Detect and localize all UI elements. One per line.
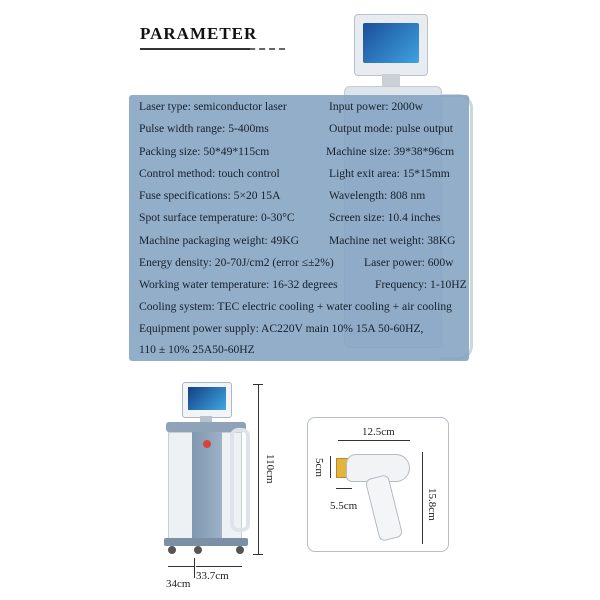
machine-top bbox=[166, 422, 246, 432]
handpiece-height-label: 15.8cm bbox=[426, 488, 438, 521]
machine-handle bbox=[230, 428, 250, 532]
param-right: Output mode: pulse output bbox=[329, 122, 453, 135]
param-right: Input power: 2000w bbox=[329, 100, 424, 113]
param-left: Equipment power supply: AC220V main 10% … bbox=[139, 322, 424, 335]
handpiece-grip bbox=[364, 474, 404, 542]
power-knob bbox=[203, 440, 211, 448]
param-left: Energy density: 20-70J/cm2 (error ≤±2%) bbox=[139, 256, 334, 269]
param-row: Machine packaging weight: 49KG Machine n… bbox=[139, 231, 463, 251]
length-dimension-line bbox=[338, 440, 410, 441]
param-left: Packing size: 50*49*115cm bbox=[139, 145, 270, 158]
height-dimension-line bbox=[422, 452, 423, 544]
machine-screen bbox=[182, 382, 232, 418]
param-right: Frequency: 1-10HZ bbox=[375, 278, 467, 291]
param-right: Wavelength: 808 nm bbox=[329, 189, 426, 202]
machine-neck bbox=[200, 416, 212, 424]
param-row: Pulse width range: 5-400ms Output mode: … bbox=[139, 119, 463, 139]
handpiece-length-label: 12.5cm bbox=[362, 426, 395, 438]
dimension-tick bbox=[194, 558, 195, 578]
param-left: 110 ± 10% 25A50-60HZ bbox=[139, 343, 255, 356]
param-row: Equipment power supply: AC220V main 10% … bbox=[139, 319, 463, 339]
param-left: Pulse width range: 5-400ms bbox=[139, 122, 269, 135]
wheel bbox=[236, 546, 244, 554]
param-row: Energy density: 20-70J/cm2 (error ≤±2%) … bbox=[139, 253, 463, 273]
dimension-tick bbox=[253, 384, 263, 385]
tip-width-label: 5.5cm bbox=[330, 500, 358, 512]
param-left: Cooling system: TEC electric cooling + w… bbox=[139, 300, 452, 313]
param-left: Fuse specifications: 5×20 15A bbox=[139, 189, 281, 202]
wheel bbox=[168, 546, 176, 554]
param-left: Laser type: semiconductor laser bbox=[139, 100, 287, 113]
param-row: Fuse specifications: 5×20 15A Wavelength… bbox=[139, 186, 463, 206]
machine-height-label: 110cm bbox=[264, 454, 276, 484]
width-dimension-line bbox=[196, 566, 242, 567]
tip-width-line bbox=[336, 488, 352, 489]
title-underline bbox=[140, 48, 285, 50]
param-right: Machine size: 39*38*96cm bbox=[326, 145, 455, 158]
height-dimension-line bbox=[258, 384, 259, 554]
param-row: Cooling system: TEC electric cooling + w… bbox=[139, 297, 463, 317]
param-left: Working water temperature: 16-32 degrees bbox=[139, 278, 338, 291]
param-row: Working water temperature: 16-32 degrees… bbox=[139, 275, 467, 295]
param-row: Spot surface temperature: 0-30°C Screen … bbox=[139, 208, 463, 228]
machine-front-panel bbox=[192, 432, 222, 538]
param-right: Light exit area: 15*15mm bbox=[329, 167, 450, 180]
wheel bbox=[194, 546, 202, 554]
depth-dimension-line bbox=[168, 566, 194, 567]
machine-depth-label: 34cm bbox=[166, 578, 191, 590]
param-right: Laser power: 600w bbox=[364, 256, 454, 269]
param-right: Screen size: 10.4 inches bbox=[329, 211, 441, 224]
param-left: Spot surface temperature: 0-30°C bbox=[139, 211, 295, 224]
parameter-panel: Laser type: semiconductor laser Input po… bbox=[129, 95, 469, 361]
handpiece-diagram: 12.5cm 15.8cm 5cm 5.5cm bbox=[307, 417, 449, 552]
param-left: Control method: touch control bbox=[139, 167, 280, 180]
param-row: 110 ± 10% 25A50-60HZ bbox=[139, 340, 463, 360]
param-row: Laser type: semiconductor laser Input po… bbox=[139, 97, 463, 117]
param-right: Machine net weight: 38KG bbox=[329, 234, 456, 247]
screen-display bbox=[188, 387, 226, 410]
param-row: Control method: touch control Light exit… bbox=[139, 164, 463, 184]
machine-screen bbox=[354, 14, 428, 76]
machine-neck bbox=[382, 74, 400, 88]
machine-image bbox=[160, 380, 270, 580]
screen-display bbox=[363, 23, 419, 63]
machine-base bbox=[164, 538, 248, 546]
tip-height-label: 5cm bbox=[313, 458, 325, 477]
machine-width-label: 33.7cm bbox=[196, 570, 229, 582]
param-left: Machine packaging weight: 49KG bbox=[139, 234, 300, 247]
tip-height-line bbox=[330, 456, 331, 478]
page-title: PARAMETER bbox=[140, 24, 258, 43]
param-row: Packing size: 50*49*115cm Machine size: … bbox=[139, 142, 463, 162]
dimension-tick bbox=[253, 554, 263, 555]
